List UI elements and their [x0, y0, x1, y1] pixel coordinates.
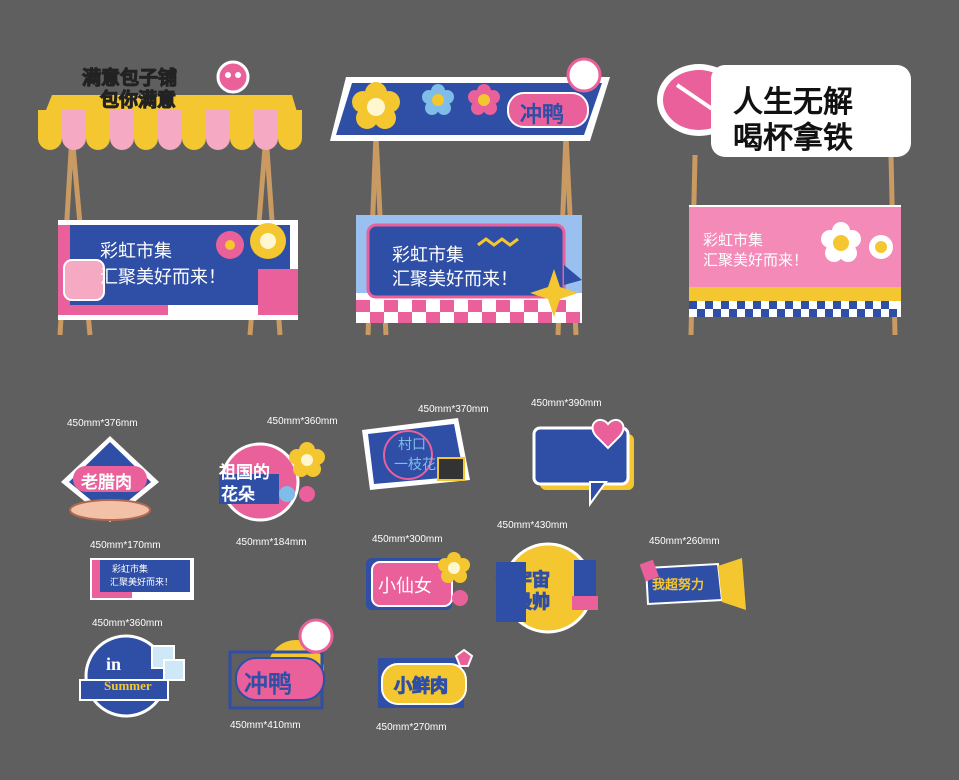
sign-chongya-shape [228, 618, 334, 710]
sign-jialiao-shape [639, 558, 746, 610]
sign-xiannv-shape [366, 552, 470, 610]
sign-xianrou: 小鲜肉 [372, 648, 482, 718]
sign-quanyuzhou-shape [496, 542, 598, 634]
sign-small-board-line1: 彩虹市集 [112, 565, 149, 575]
sign-laorou: 老腊肉 [55, 432, 165, 527]
sign-quanyuzhou-line1: 全宇宙 [496, 570, 551, 592]
stall-1-top-line2: 包你满意 [99, 89, 177, 112]
sign-summer-line2: Summer [104, 678, 152, 693]
stall-3-board-line1: 彩虹市集 [703, 231, 764, 249]
stall-3-board-line2: 汇聚美好而来！ [703, 251, 809, 269]
sign-jialiao-text: 我超努力 [652, 578, 705, 593]
stall-3-top-line2: 喝杯拿铁 [733, 121, 853, 156]
sign-quanyuzhou-line2: 最帅 [514, 592, 551, 614]
sign-xianrou-text: 小鲜肉 [394, 676, 449, 698]
size-label-jialiao: 450mm*260mm [649, 536, 720, 547]
size-label-cunkou: 450mm*370mm [418, 404, 489, 415]
sign-wo: 我 [530, 412, 642, 512]
sign-small-board-shape [90, 558, 194, 600]
stall-3: 人生无解 喝杯拿铁 彩虹市集 汇聚美好而来！ [655, 55, 915, 340]
stall-3-frame [657, 64, 911, 336]
sign-zuguo-line2: 花朵 [221, 485, 255, 505]
stall-2-top-text: 冲鸭 [520, 103, 565, 128]
sign-zuguo-shape [219, 442, 325, 522]
sign-zuguo-line1: 祖国的 [219, 463, 270, 483]
size-label-laorou: 450mm*376mm [67, 418, 138, 429]
sign-laorou-text: 老腊肉 [81, 473, 132, 493]
sign-wo-shape [532, 418, 634, 508]
stall-1-frame [38, 60, 302, 336]
size-label-chongya: 450mm*410mm [230, 720, 301, 731]
stall-3-top-line1: 人生无解 [733, 85, 853, 120]
sign-zuguo: 祖国的 花朵 [215, 432, 325, 524]
size-label-xianrou: 450mm*270mm [376, 722, 447, 733]
sign-xiannv-text: 小仙女 [378, 576, 432, 597]
sign-summer: in Summer [76, 630, 190, 720]
size-label-small-board: 450mm*170mm [90, 540, 161, 551]
stall-1: 满意包子铺 包你满意 彩虹市集 汇聚美好而来！ [30, 55, 310, 340]
sign-jialiao: 我超努力 [638, 552, 750, 618]
size-label-wo: 450mm*390mm [531, 398, 602, 409]
size-label-quanyuzhou: 450mm*430mm [497, 520, 568, 531]
size-label-xiannv: 450mm*300mm [372, 534, 443, 545]
sign-small-board-line2: 汇聚美好而来！ [110, 578, 174, 588]
stall-1-top-line1: 满意包子铺 [81, 67, 178, 90]
sign-chongya: 冲鸭 [226, 612, 338, 712]
sign-xiannv: 小仙女 [362, 548, 474, 618]
sign-cunkou: 村口 一枝花 [358, 410, 476, 500]
sign-laorou-shape [61, 436, 159, 522]
sign-wo-text: 我 [557, 432, 581, 458]
size-label-zuguo-below: 450mm*184mm [236, 537, 307, 548]
stall-1-board-line1: 彩虹市集 [100, 241, 172, 262]
size-label-summer: 450mm*360mm [92, 618, 163, 629]
sign-summer-line1: in [106, 654, 122, 674]
stall-2-board-line2: 汇聚美好而来！ [392, 269, 518, 290]
sign-quanyuzhou: 全宇宙 最帅 [492, 534, 604, 640]
stall-2-board-line1: 彩虹市集 [392, 245, 464, 266]
sign-small-board: 彩虹市集 汇聚美好而来！ [88, 556, 198, 602]
sign-summer-shape [79, 634, 185, 718]
sign-xianrou-shape [378, 648, 474, 708]
sign-chongya-text: 冲鸭 [244, 670, 292, 698]
sign-cunkou-shape [362, 418, 470, 490]
stall-2: 冲鸭 彩虹市集 汇聚美好而来！ [328, 55, 618, 340]
stall-2-frame [330, 57, 610, 336]
stall-1-board-line2: 汇聚美好而来！ [100, 267, 226, 288]
size-label-zuguo: 450mm*360mm [267, 416, 338, 427]
sign-cunkou-line1: 村口 [398, 437, 426, 453]
sign-cunkou-line2: 一枝花 [394, 457, 436, 473]
